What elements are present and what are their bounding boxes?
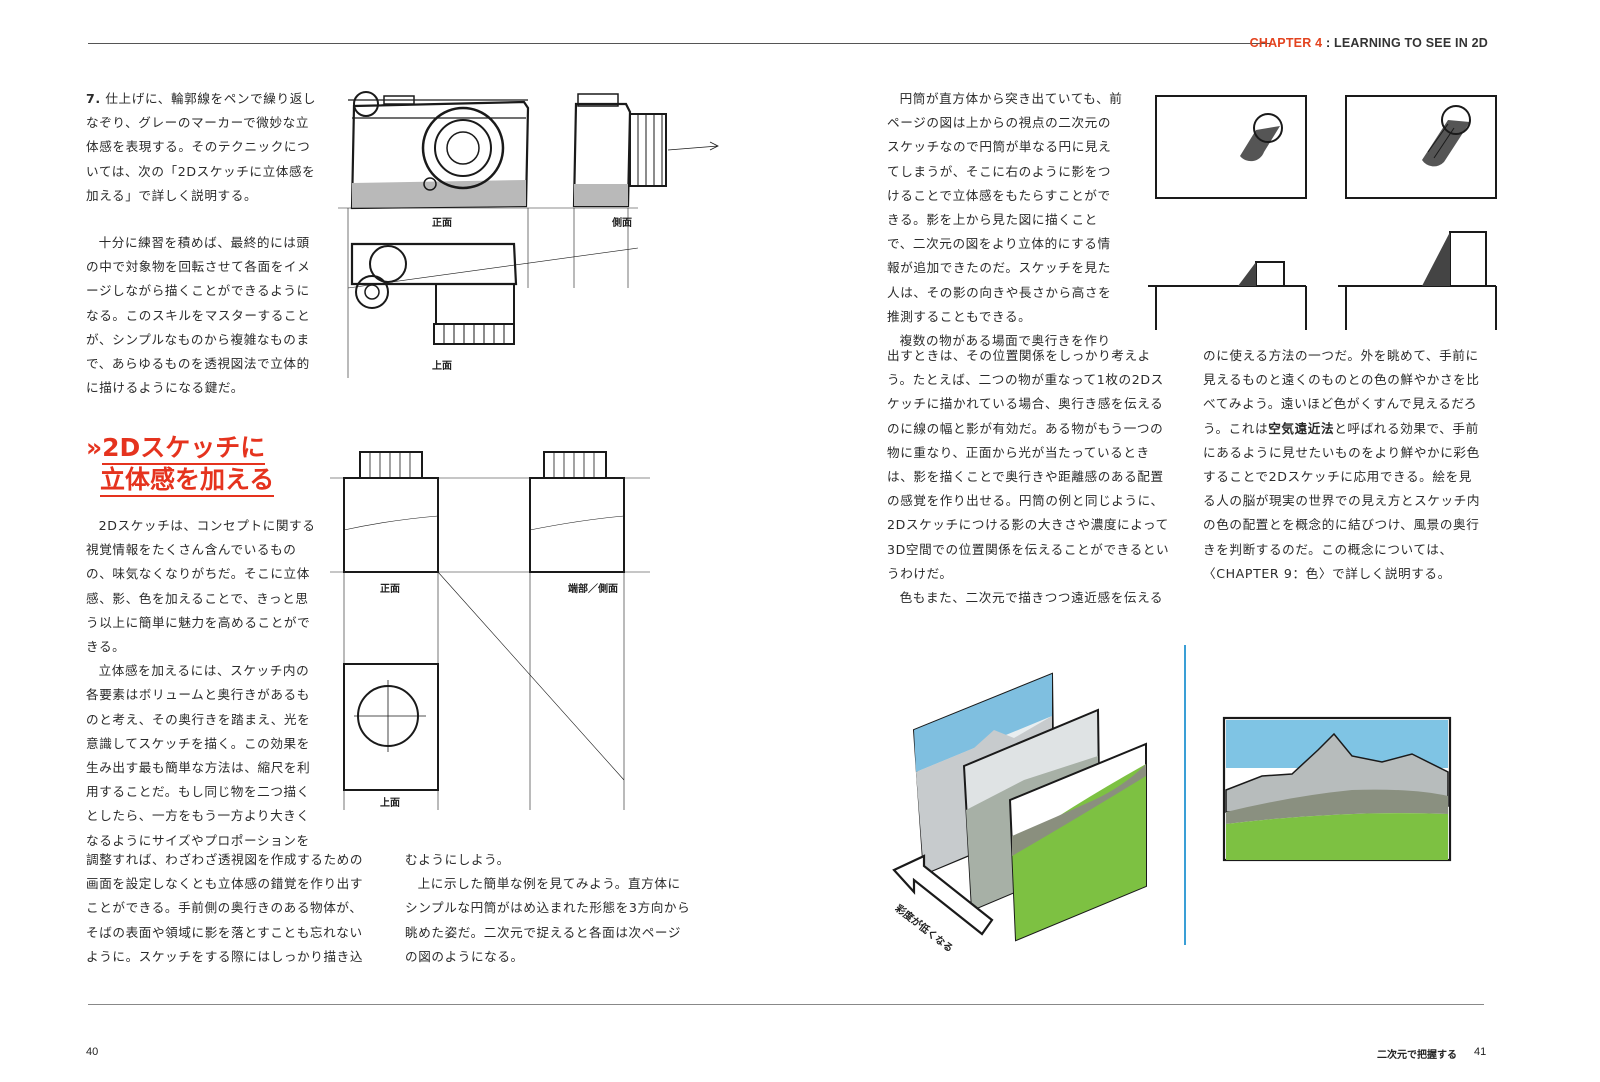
box-cylinder-sketch xyxy=(330,451,650,810)
example-paragraph: むようにしよう。 上に示した簡単な例を見てみよう。直方体にシンプルな円筒がはめ込… xyxy=(405,848,691,969)
right-page-number: 41 xyxy=(1474,1046,1487,1058)
camera-top-caption: 上面 xyxy=(432,361,452,372)
camera-side-caption: 側面 xyxy=(612,218,632,229)
example-lead: むようにしよう。 xyxy=(405,852,510,867)
practice-text: 十分に練習を積めば、最終的には頭の中で対象物を回転させて各面をイメージしながら描… xyxy=(86,235,311,396)
depth-text: 出すときは、その位置関係をしっかり考えよう。たとえば、二つの物が重なって1枚の2… xyxy=(887,348,1170,581)
intro-paragraph: 2Dスケッチは、コンセプトに関する視覚情報をたくさん含んでいるものの、味気なくな… xyxy=(86,514,318,853)
color-text-pre: のに使える方法の一つだ。外を眺めて、手前に見えるものと遠くのものとの色の鮮やかさ… xyxy=(1203,348,1480,436)
practice-paragraph: 十分に練習を積めば、最終的には頭の中で対象物を回転させて各面をイメージしながら描… xyxy=(86,231,318,400)
shadow-diagrams xyxy=(1148,95,1497,330)
depth-lead: 複数の物がある場面で奥行きを作り xyxy=(899,333,1111,349)
layered-landscape-sketch xyxy=(892,672,1147,942)
shadow-paragraph: 円筒が直方体から突き出ていても、前ページの図は上からの視点の二次元のスケッチなの… xyxy=(887,87,1123,353)
color-paragraph: のに使える方法の一つだ。外を眺めて、手前に見えるものと遠くのものとの色の鮮やかさ… xyxy=(1203,344,1485,586)
box-side-caption: 端部／側面 xyxy=(568,584,618,595)
chapter-separator: : xyxy=(1322,36,1334,50)
left-page-number: 40 xyxy=(86,1046,99,1058)
color-lead: 色もまた、二次元で描きつつ遠近感を伝える xyxy=(899,590,1164,606)
step7-number: 7. xyxy=(86,91,101,106)
divider-line xyxy=(1184,645,1186,945)
footer-rule xyxy=(88,1004,1484,1005)
camera-front-caption: 正面 xyxy=(432,218,452,229)
example-text: 上に示した簡単な例を見てみよう。直方体にシンプルな円筒がはめ込まれた形態を3方向… xyxy=(405,876,691,964)
box-top-caption: 上面 xyxy=(380,798,400,809)
step7-paragraph: 7. 仕上げに、輪郭線をペンで繰り返しなぞり、グレーのマーカーで微妙な立体感を表… xyxy=(86,87,318,208)
color-text-post: と呼ばれる効果で、手前にあるように見せたいものをより鮮やかに彩色することで2Dス… xyxy=(1203,420,1481,581)
header-rule xyxy=(88,43,1270,44)
chapter-number: CHAPTER 4 xyxy=(1249,36,1323,50)
step7-text: 仕上げに、輪郭線をペンで繰り返しなぞり、グレーのマーカーで微妙な立体感を表現する… xyxy=(86,91,317,203)
adjust-paragraph: 調整すれば、わざわざ透視図を作成するための画面を設定しなくとも立体感の錯覚を作り… xyxy=(86,848,372,969)
depth-paragraph: 出すときは、その位置関係をしっかり考えよう。たとえば、二つの物が重なって1枚の2… xyxy=(887,344,1173,610)
heading-line1: 2Dスケッチに xyxy=(102,433,266,465)
adjust-text: 調整すれば、わざわざ透視図を作成するための画面を設定しなくとも立体感の錯覚を作り… xyxy=(86,852,364,964)
shadow-text: 円筒が直方体から突き出ていても、前ページの図は上からの視点の二次元のスケッチなの… xyxy=(887,91,1123,324)
chapter-title: LEARNING TO SEE IN 2D xyxy=(1334,36,1488,50)
box-front-caption: 正面 xyxy=(380,584,400,595)
heading-marker: » xyxy=(86,433,103,462)
camera-orthographic-sketch xyxy=(338,91,719,378)
landscape-sketch xyxy=(1222,716,1452,862)
chapter-header: CHAPTER 4 : LEARNING TO SEE IN 2D xyxy=(1250,36,1488,50)
aerial-perspective-term: 空気遠近法 xyxy=(1268,420,1335,436)
footer-section-title: 二次元で把握する xyxy=(1377,1050,1457,1061)
section-heading: »2Dスケッチに 立体感を加える xyxy=(86,432,275,497)
volume-text: 立体感を加えるには、スケッチ内の各要素はボリュームと奥行きがあるものと考え、その… xyxy=(86,663,311,848)
heading-line2: 立体感を加える xyxy=(100,465,275,497)
intro-text: 2Dスケッチは、コンセプトに関する視覚情報をたくさん含んでいるものの、味気なくな… xyxy=(86,518,316,655)
